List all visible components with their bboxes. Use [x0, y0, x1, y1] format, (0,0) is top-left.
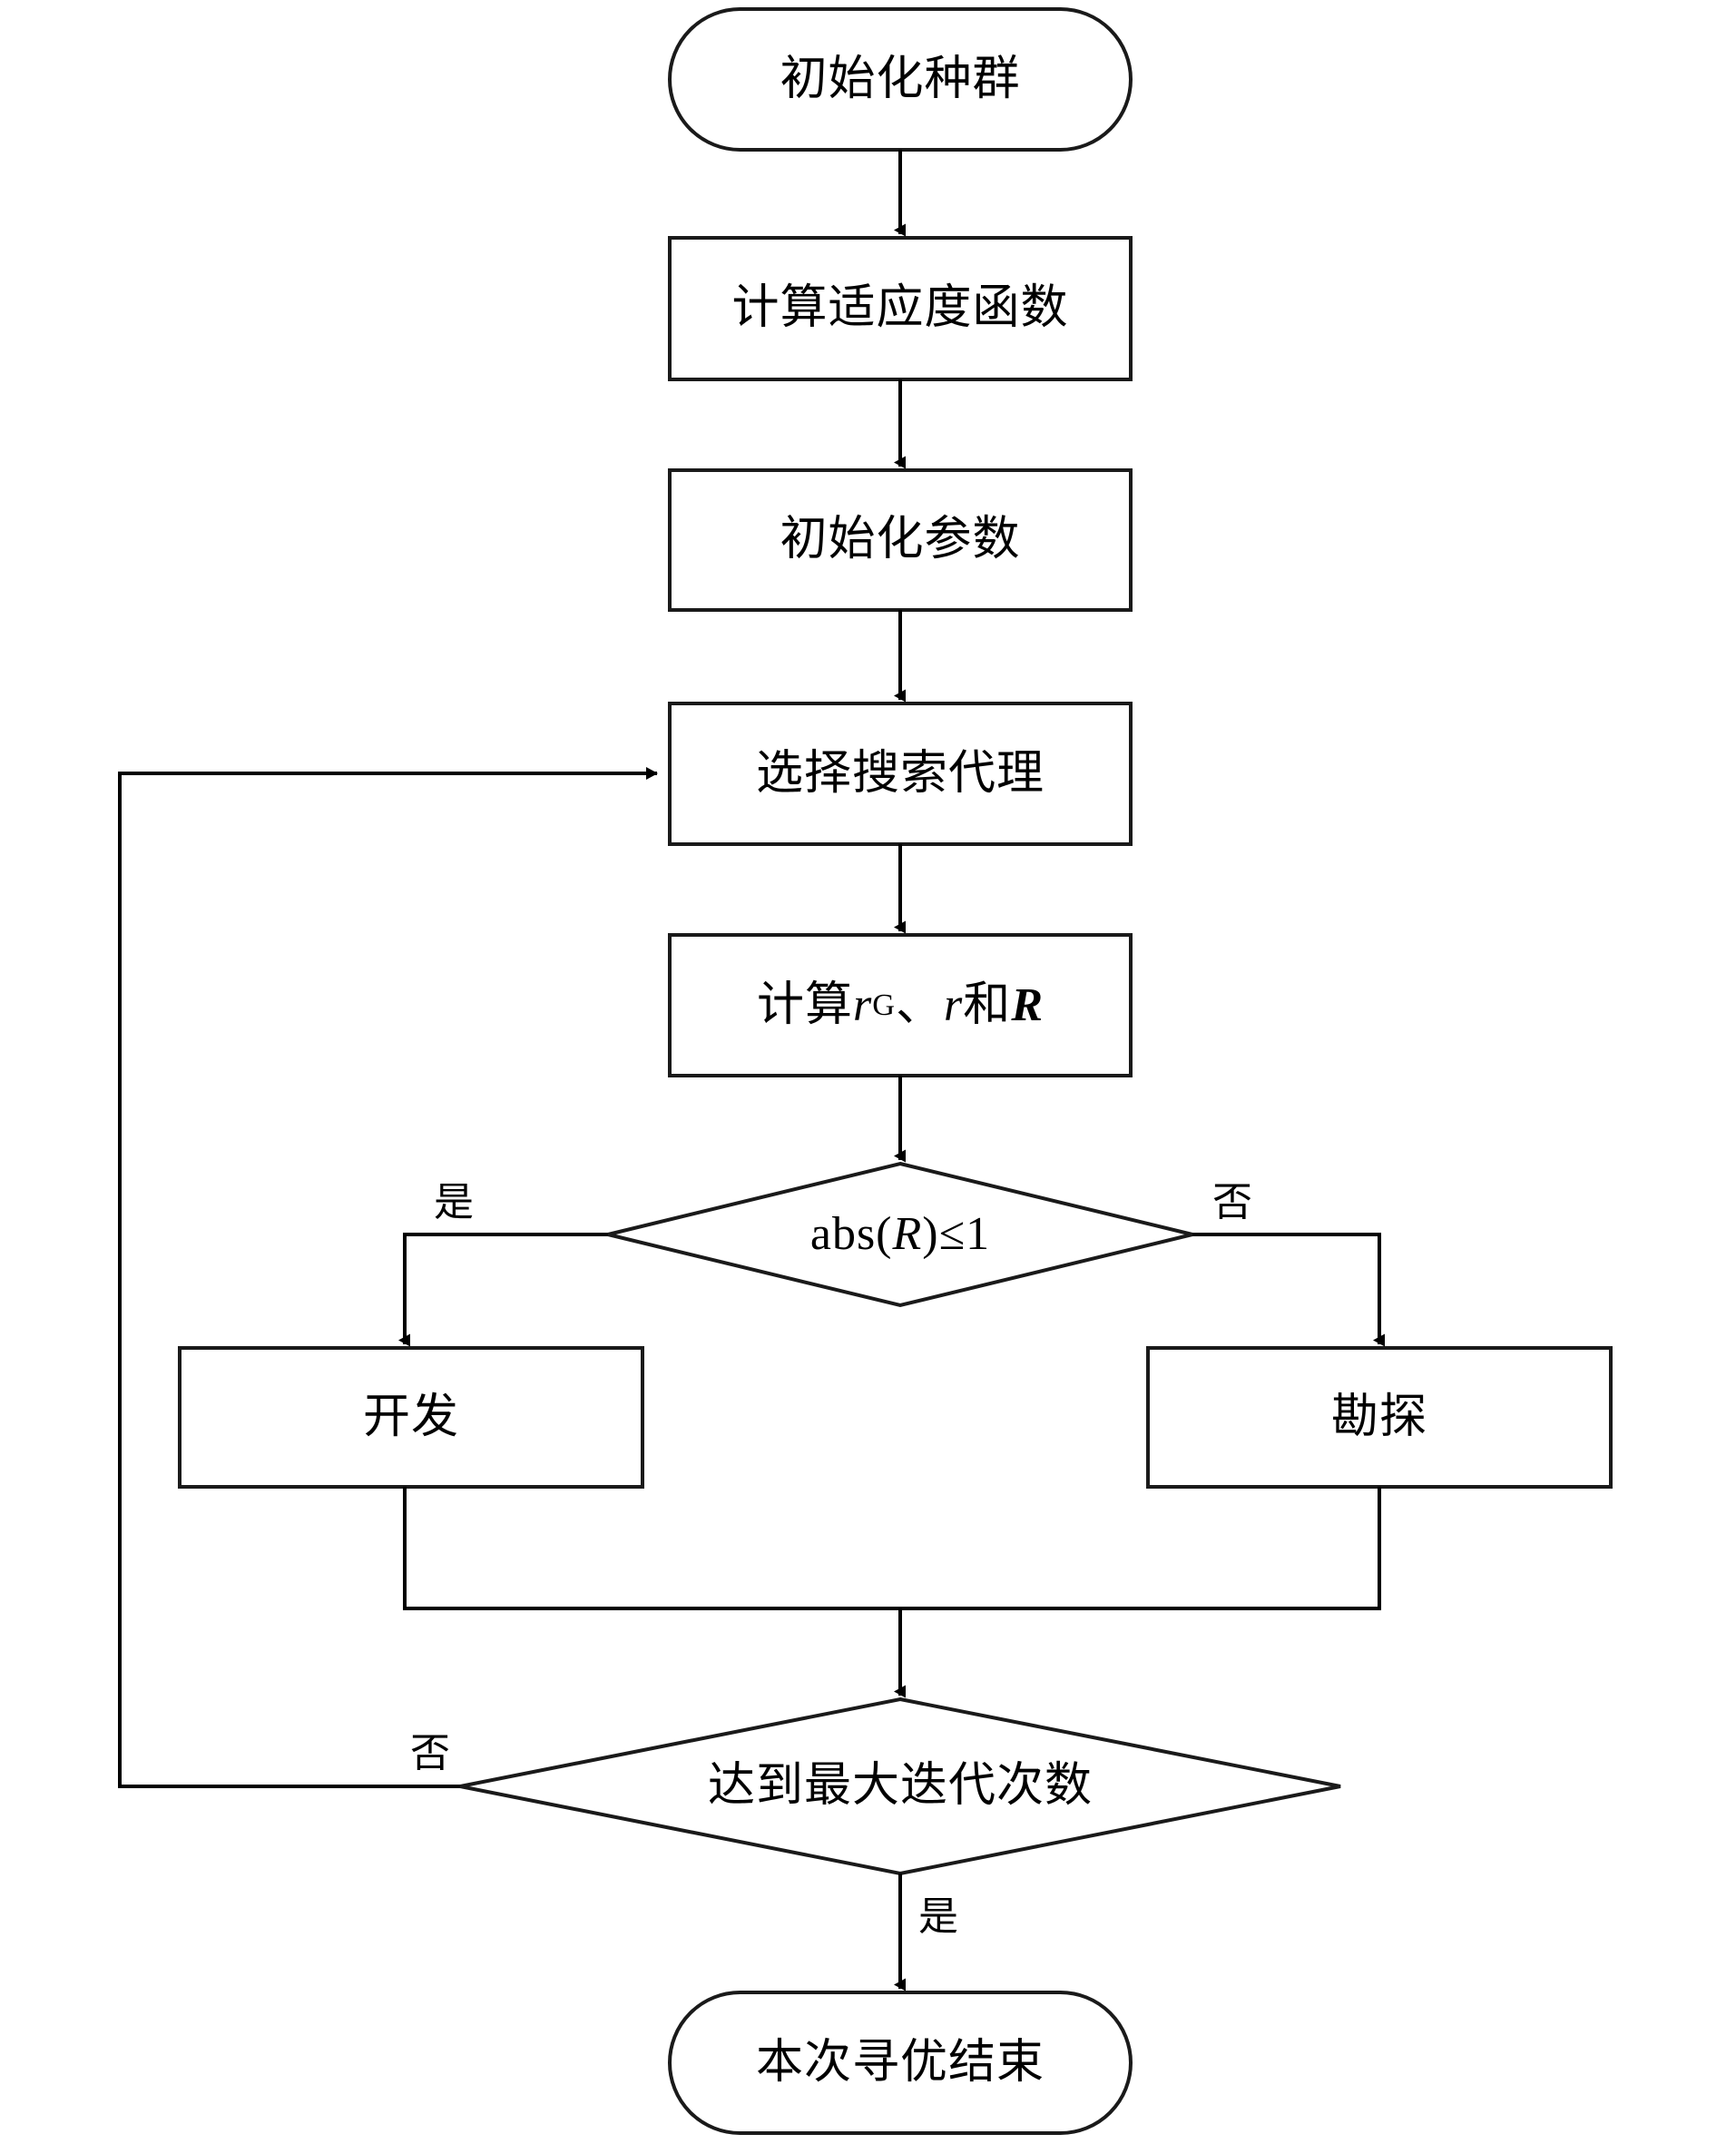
edge-explore-to-merge	[900, 1487, 1381, 1610]
edge-label-maxiter-no: 否	[410, 1730, 450, 1776]
edge-label-abs-no: 否	[1212, 1179, 1252, 1225]
edge-decision-abs-yes-to-exploit	[398, 1233, 608, 1347]
node-shape-compute-r	[668, 933, 1133, 1077]
node-shape-select-agent	[668, 702, 1133, 846]
edge-label-maxiter-yes: 是	[918, 1893, 958, 1940]
edge-decision-maxiter-no-feedback	[118, 767, 658, 1788]
node-shape-start	[668, 7, 1133, 152]
edge-decision-abs-no-to-explore	[1192, 1233, 1385, 1347]
node-shape-exploit	[178, 1346, 644, 1489]
node-shape-decision-abs	[607, 1161, 1193, 1308]
node-shape-fitness	[668, 236, 1133, 381]
edge-exploit-to-merge	[403, 1487, 900, 1610]
node-shape-init-params	[668, 468, 1133, 612]
node-shape-decision-maxiter	[459, 1697, 1341, 1876]
node-shape-end	[668, 1991, 1133, 2135]
edge-label-abs-yes: 是	[434, 1179, 474, 1225]
node-shape-explore	[1146, 1346, 1613, 1489]
